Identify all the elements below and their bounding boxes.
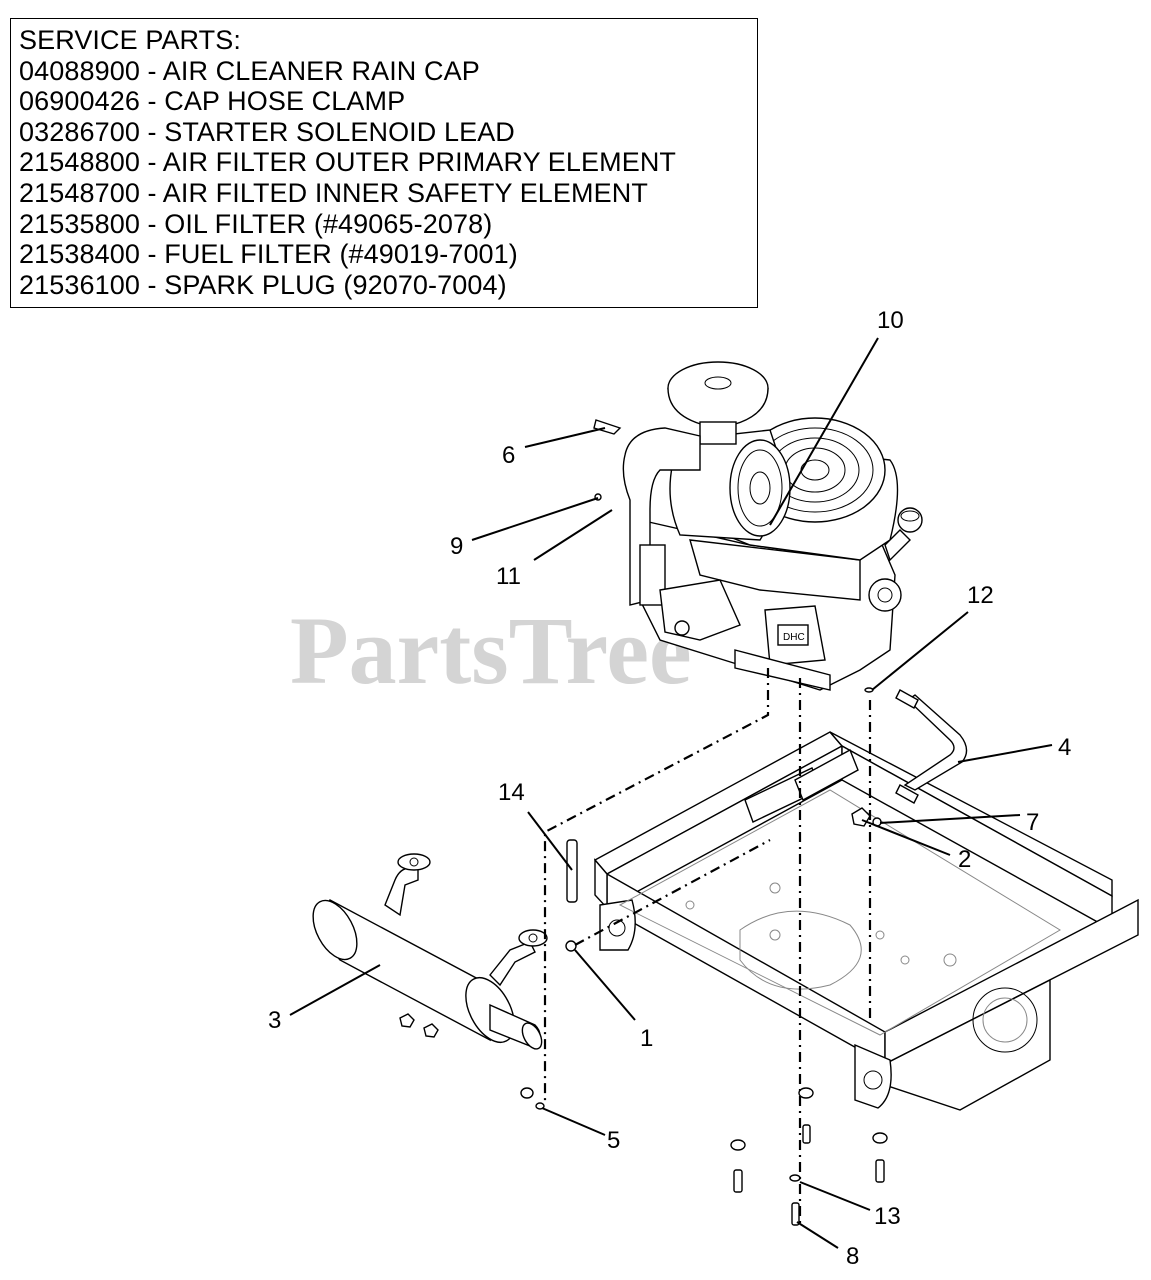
service-parts-box: SERVICE PARTS: 04088900 - AIR CLEANER RA… bbox=[10, 18, 758, 308]
service-part-line: 06900426 - CAP HOSE CLAMP bbox=[19, 86, 406, 117]
callout-5: 5 bbox=[607, 1127, 620, 1154]
callout-1: 1 bbox=[640, 1025, 653, 1052]
fuel-line-pipe bbox=[903, 694, 968, 791]
service-part-line: 21536100 - SPARK PLUG (92070-7004) bbox=[19, 269, 507, 300]
engine: DHC bbox=[622, 361, 923, 691]
mounting-frame bbox=[593, 731, 1139, 1111]
callout-2: 2 bbox=[958, 846, 971, 873]
service-part-line: 04088900 - AIR CLEANER RAIN CAP bbox=[19, 55, 480, 86]
callout-7: 7 bbox=[1026, 809, 1039, 836]
callout-10: 10 bbox=[877, 307, 904, 334]
callout-8: 8 bbox=[846, 1243, 859, 1270]
callout-11: 11 bbox=[496, 563, 521, 590]
pipe-fitting bbox=[895, 689, 919, 709]
hardware bbox=[520, 419, 888, 1226]
service-part-line: 21548700 - AIR FILTED INNER SAFETY ELEME… bbox=[19, 177, 648, 208]
service-part-line: 21538400 - FUEL FILTER (#49019-7001) bbox=[19, 239, 518, 270]
callout-6: 6 bbox=[502, 442, 515, 469]
leader-lines bbox=[289, 337, 1053, 1249]
service-part-line: 03286700 - STARTER SOLENOID LEAD bbox=[19, 116, 515, 147]
service-parts-heading: SERVICE PARTS: bbox=[19, 25, 241, 55]
service-part-line: 21548800 - AIR FILTER OUTER PRIMARY ELEM… bbox=[19, 147, 677, 178]
callout-13: 13 bbox=[874, 1203, 901, 1230]
callout-3: 3 bbox=[268, 1007, 281, 1034]
callout-14: 14 bbox=[498, 779, 525, 806]
callout-12: 12 bbox=[967, 582, 994, 609]
watermark-text: PartsTree bbox=[290, 597, 692, 704]
callout-9: 9 bbox=[450, 533, 463, 560]
muffler bbox=[312, 853, 548, 1050]
callout-labels: 10 6 9 11 12 4 14 7 2 3 1 5 13 8 bbox=[268, 307, 1071, 1270]
callout-4: 4 bbox=[1058, 734, 1071, 761]
service-part-line: 21535800 - OIL FILTER (#49065-2078) bbox=[19, 208, 493, 239]
assembly-lines bbox=[543, 668, 872, 1225]
pipe-fitting bbox=[895, 784, 919, 804]
engine-badge: DHC bbox=[783, 632, 805, 643]
